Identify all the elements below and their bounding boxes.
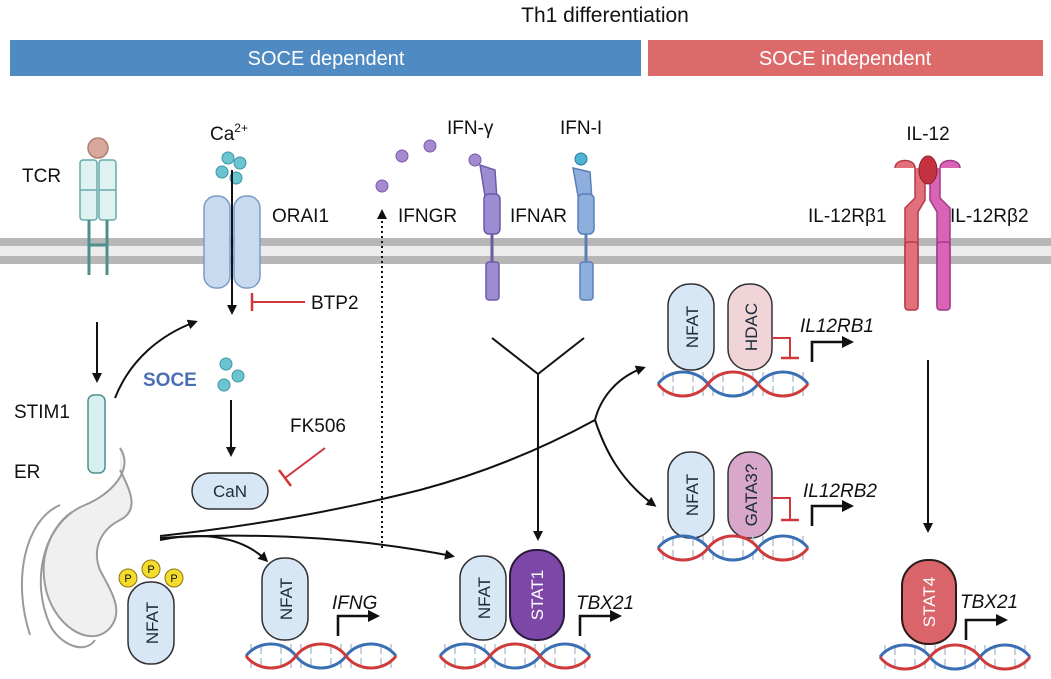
phosphate-group [141, 559, 161, 579]
dna-tbx21-stat4 [878, 643, 1032, 671]
er-label: ER [14, 462, 40, 483]
stim1-protein [87, 394, 106, 474]
stim1-label: STIM1 [14, 402, 70, 423]
stim1-to-orai1-arrow [114, 319, 198, 399]
tcr-label: TCR [22, 166, 61, 187]
soce-independent-banner [648, 40, 1043, 76]
nfat-ifng [261, 557, 309, 641]
soce-independent-label: SOCE independent [759, 48, 932, 70]
gene-tbx21-stat4: TBX21 [960, 592, 1018, 613]
soce-ions [217, 357, 245, 392]
stat4-protein [901, 559, 957, 645]
gene-il12rb1: IL12RB1 [800, 316, 874, 337]
dna-il12rb2 [656, 534, 810, 562]
ifn-signal-converge [491, 337, 585, 376]
nfat-il12rb1 [667, 283, 715, 371]
promoter-tbx21-stat4 [964, 612, 1010, 642]
soce-dependent-label: SOCE dependent [248, 48, 405, 70]
gene-tbx21-stat1: TBX21 [576, 593, 634, 614]
calcium-label: Ca2+ [210, 121, 248, 145]
ifnar-label: IFNAR [510, 206, 567, 227]
ifn-i-label: IFN-I [560, 118, 602, 139]
ifnar-receptor [572, 167, 595, 301]
nfat-branch-arrow-tbx21 [159, 534, 455, 560]
phosphorylated-nfat: NFAT P P P [118, 559, 184, 665]
il12rb1-label: IL-12Rβ1 [808, 206, 887, 227]
stat1-protein [509, 549, 565, 641]
btp2-label: BTP2 [311, 293, 359, 314]
gata3-label: GATA3? [742, 464, 761, 527]
svg-text:P: P [147, 564, 154, 576]
hdac-protein [727, 283, 773, 371]
svg-text:P: P [124, 573, 131, 585]
il12rb2-label: IL-12Rβ2 [950, 206, 1029, 227]
calcineurin-label: CaN [213, 482, 247, 501]
dna-il12rb1 [656, 370, 810, 398]
cell-membrane [0, 238, 1051, 264]
ifngr-receptor [479, 163, 501, 301]
calcineurin [191, 472, 269, 510]
dna-tbx21-stat1 [438, 642, 592, 670]
gata3-inhibition [772, 497, 791, 520]
promoter-il12rb1 [810, 334, 856, 364]
hdac-label: HDAC [742, 303, 761, 351]
ifn-gamma-label: IFN-γ [447, 118, 494, 139]
gene-ifng: IFNG [332, 593, 377, 614]
fk506-inhibition [284, 447, 326, 479]
phosphate-group [164, 568, 184, 588]
nfat-tbx21-label: NFAT [475, 577, 494, 619]
nfat-il12rb1-label: NFAT [683, 306, 702, 348]
phosphate-group [118, 568, 138, 588]
nfat-branch-line-il12r [159, 419, 596, 537]
soce-dependent-banner [10, 40, 641, 76]
fk506-label: FK506 [290, 416, 346, 437]
nfat-branch-arrow-ifng [159, 535, 269, 563]
nfat-tbx21 [459, 555, 507, 641]
orai1-label: ORAI1 [272, 206, 329, 227]
stat4-label: STAT4 [920, 577, 939, 627]
endoplasmic-reticulum [42, 447, 133, 638]
branch-to-il12rb1 [594, 365, 646, 421]
svg-text:NFAT: NFAT [143, 602, 162, 644]
diagram-title: Th1 differentiation [521, 4, 689, 27]
nfat-il12rb2-label: NFAT [683, 474, 702, 516]
dna-ifng [244, 642, 398, 670]
ifngr-label: IFNGR [398, 206, 457, 227]
branch-to-il12rb2 [594, 419, 657, 507]
ifn-i-molecule [574, 152, 588, 166]
gene-il12rb2: IL12RB2 [803, 481, 877, 502]
promoter-il12rb2 [810, 498, 856, 528]
stat1-label: STAT1 [528, 570, 547, 620]
orai1-channel [203, 195, 261, 289]
tcr-receptor [79, 137, 117, 275]
soce-label: SOCE [143, 370, 197, 391]
nfat-ifng-label: NFAT [277, 578, 296, 620]
il12-label: IL-12 [906, 124, 949, 145]
hdac-inhibition [772, 337, 791, 358]
ifn-gamma-molecules [375, 139, 482, 193]
il12-receptor [894, 155, 961, 311]
svg-text:P: P [170, 573, 177, 585]
